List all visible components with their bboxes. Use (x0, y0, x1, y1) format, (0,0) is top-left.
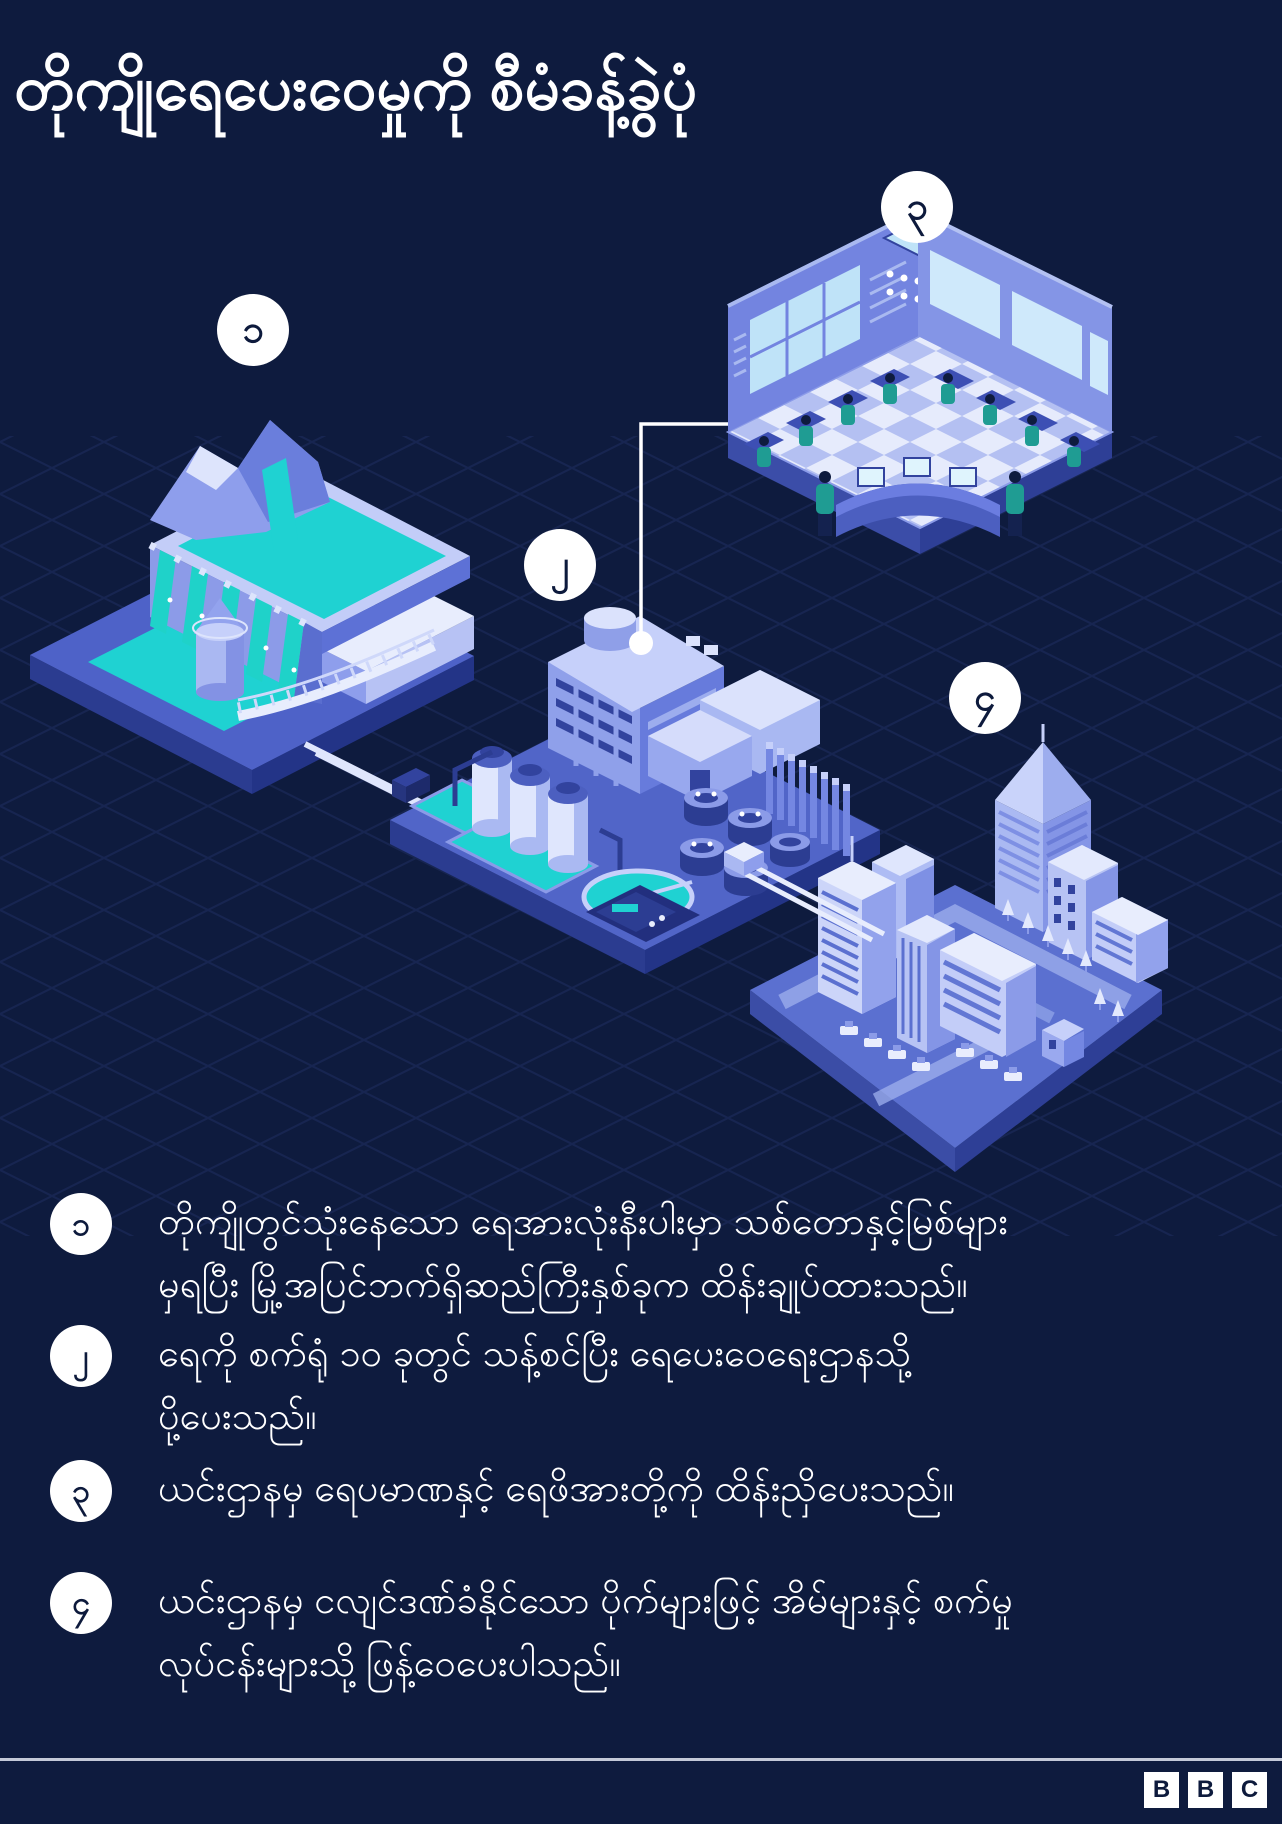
bbc-logo-letter-b2: B (1188, 1772, 1223, 1808)
marker-control-room: ၃ (881, 171, 953, 243)
step-1-line-1: တိုကျိုတွင်သုံးနေသော ရေအားလုံးနီးပါးမှာ … (158, 1201, 1008, 1243)
control-room-illustration (725, 209, 1115, 554)
step-2-text: ရေကို စက်ရုံ ၁၀ ခုတွင် သန့်စင်ပြီး ရေပေး… (158, 1323, 1238, 1449)
step-3-text: ယင်းဌာနမှ ရေပမာဏနှင့် ရေဖိအားတို့ကို ထိန… (158, 1458, 1238, 1521)
step-2-number-badge: ၂ (50, 1325, 112, 1387)
footer-divider (0, 1758, 1282, 1761)
marker-dam: ၁ (217, 294, 289, 366)
marker-treatment-plant: ၂ (524, 529, 596, 601)
step-2-line-2: ပို့ပေးသည်။ (158, 1396, 317, 1438)
dam-illustration (30, 420, 474, 794)
step-4-number-badge: ၄ (50, 1572, 112, 1634)
marker-city: ၄ (949, 662, 1021, 734)
bbc-logo: B B C (1144, 1772, 1267, 1808)
step-4-text: ယင်းဌာနမှ ငလျင်ဒဏ်ခံနိုင်သော ပိုက်များဖြ… (158, 1570, 1238, 1696)
city-illustration (750, 724, 1168, 1172)
step-3-number-badge: ၃ (50, 1460, 112, 1522)
control-room-connector-line (629, 422, 728, 655)
step-4-line-2: လုပ်ငန်းများသို့ ဖြန့်ဝေပေးပါသည်။ (158, 1643, 621, 1685)
step-1-text: တိုကျိုတွင်သုံးနေသော ရေအားလုံးနီးပါးမှာ … (158, 1191, 1238, 1317)
bbc-logo-letter-c: C (1232, 1772, 1267, 1808)
plant-to-city-pipes (724, 842, 886, 943)
step-4-line-1: ယင်းဌာနမှ ငလျင်ဒဏ်ခံနိုင်သော ပိုက်များဖြ… (158, 1580, 1013, 1622)
treatment-plant-illustration (390, 607, 880, 974)
step-2-line-1: ရေကို စက်ရုံ ၁၀ ခုတွင် သန့်စင်ပြီး ရေပေး… (158, 1333, 912, 1375)
step-1-line-2: မှရပြီး မြို့အပြင်ဘက်ရှိဆည်ကြီးနှစ်ခုက ထ… (158, 1264, 968, 1306)
step-3-line-1: ယင်းဌာနမှ ရေပမာဏနှင့် ရေဖိအားတို့ကို ထိန… (158, 1468, 955, 1510)
page-title: တိုကျိုရေပေးဝေမှုကို စီမံခန့်ခွဲပုံ (14, 53, 698, 123)
step-1-number-badge: ၁ (50, 1193, 112, 1255)
bbc-logo-letter-b1: B (1144, 1772, 1179, 1808)
